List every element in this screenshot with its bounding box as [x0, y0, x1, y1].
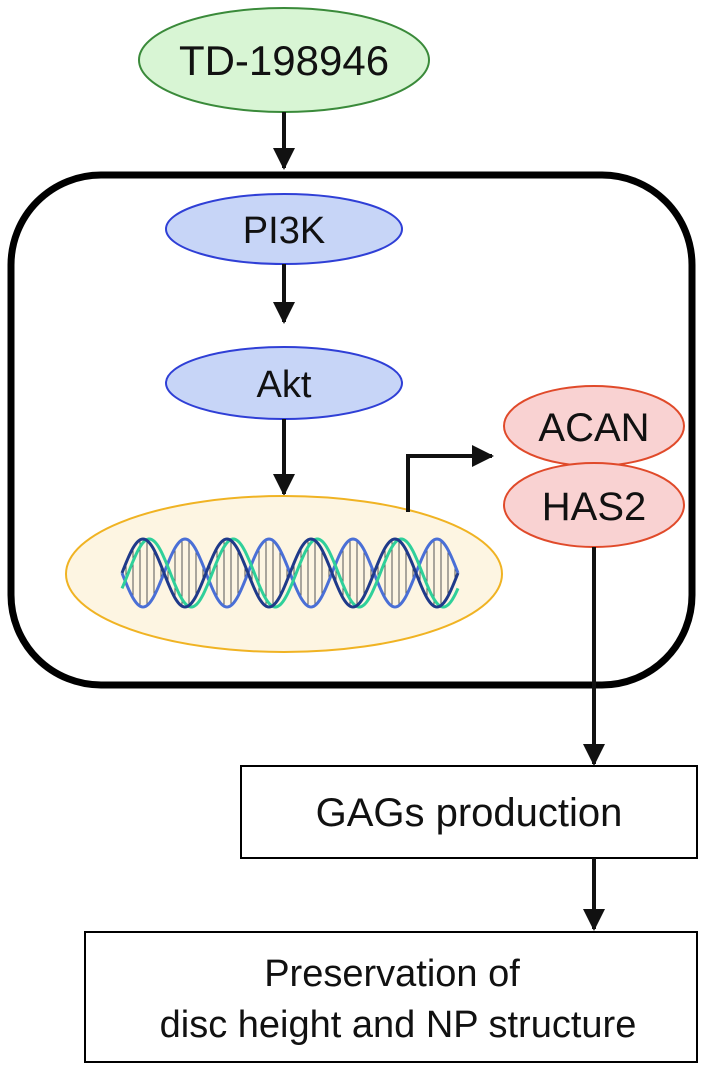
- cell-boundary: [7, 171, 696, 689]
- gags-box: GAGs production: [240, 765, 698, 859]
- drug-node: TD-198946: [138, 7, 430, 113]
- dna-icon: [120, 537, 460, 609]
- preservation-label-line1: Preservation of: [264, 953, 520, 995]
- pi3k-label: PI3K: [243, 210, 325, 252]
- has2-label: HAS2: [542, 485, 647, 529]
- acan-node: ACAN: [503, 385, 685, 467]
- drug-label: TD-198946: [179, 37, 389, 84]
- akt-label: Akt: [257, 364, 312, 406]
- preservation-label-line2: disc height and NP structure: [160, 1004, 637, 1046]
- gags-label: GAGs production: [316, 791, 623, 835]
- acan-label: ACAN: [538, 406, 649, 450]
- akt-node: Akt: [165, 346, 403, 420]
- pi3k-node: PI3K: [165, 193, 403, 265]
- has2-node: HAS2: [503, 462, 685, 548]
- preservation-box: Preservation of disc height and NP struc…: [84, 931, 698, 1063]
- transcription-arrow: [406, 445, 494, 512]
- nucleus: [65, 495, 503, 653]
